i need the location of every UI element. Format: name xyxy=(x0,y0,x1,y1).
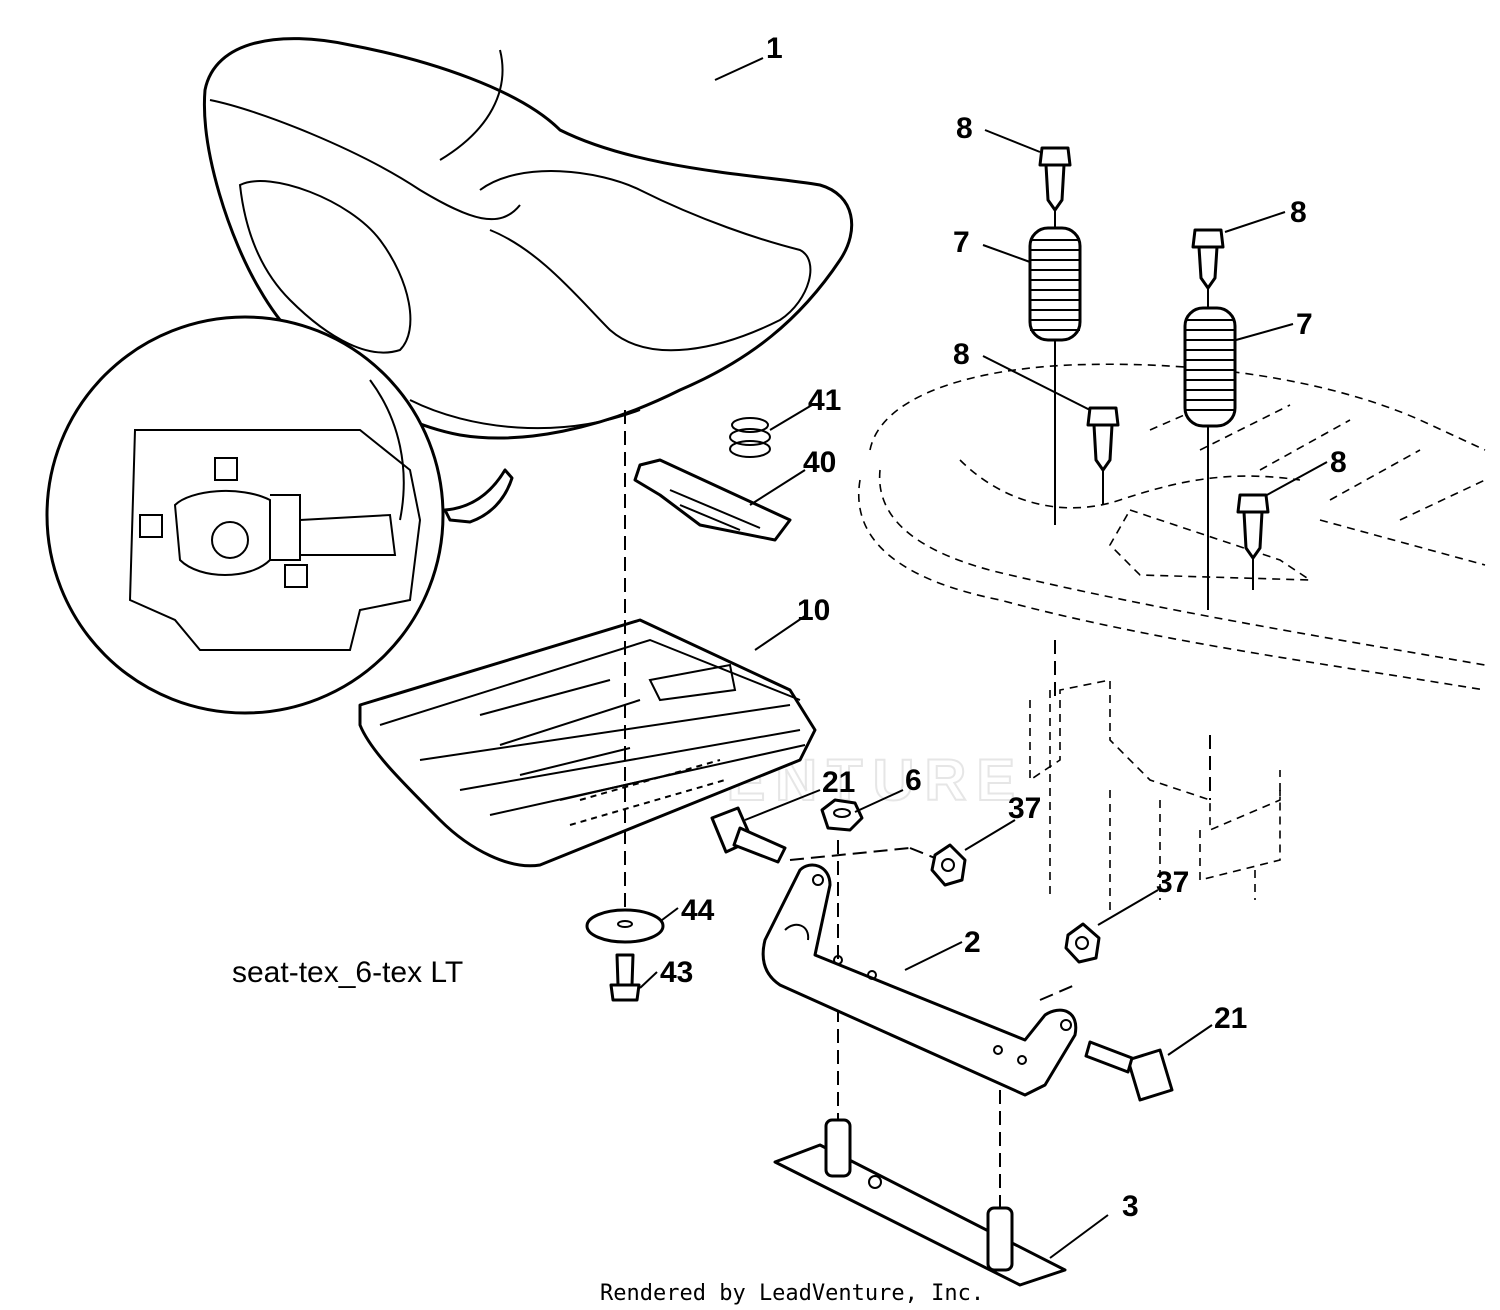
callout-43: 43 xyxy=(660,956,693,989)
footer-credit: Rendered by LeadVenture, Inc. xyxy=(600,1281,984,1306)
spring-7-left xyxy=(1028,226,1082,342)
callout-2: 2 xyxy=(964,926,981,959)
mounting-bracket xyxy=(761,863,1078,1097)
callout-21-right: 21 xyxy=(1214,1002,1247,1035)
bolt-21-left xyxy=(710,806,787,864)
callout-8-top-left: 8 xyxy=(956,112,973,145)
bolt-8-mid-left xyxy=(1086,406,1120,472)
callout-6: 6 xyxy=(905,764,922,797)
detail-view-circle xyxy=(45,315,514,715)
bolt-21-right xyxy=(1084,1040,1174,1102)
callout-21-left: 21 xyxy=(822,766,855,799)
spring-41 xyxy=(729,417,771,458)
callout-7-right: 7 xyxy=(1296,308,1313,341)
bolt-8-mid-right xyxy=(1236,493,1270,560)
callout-1: 1 xyxy=(766,32,783,65)
screw-43 xyxy=(609,953,641,1002)
callout-10: 10 xyxy=(797,594,830,627)
bolt-8-top-right xyxy=(1191,228,1225,290)
callout-40: 40 xyxy=(803,446,836,479)
callout-labels: 1 8 8 7 7 8 8 41 40 10 21 6 37 37 2 44 4… xyxy=(660,32,1347,1223)
assembly-lines xyxy=(624,210,1254,1220)
nut-37-upper xyxy=(930,843,967,887)
spring-7-right xyxy=(1183,306,1237,428)
callout-37-lower: 37 xyxy=(1156,866,1189,899)
bolt-8-top-left xyxy=(1038,146,1072,212)
callout-8-top-right: 8 xyxy=(1290,196,1307,229)
seat-pan xyxy=(358,618,817,868)
nut-6 xyxy=(820,798,864,832)
washer-44 xyxy=(585,908,665,944)
callout-7-left: 7 xyxy=(953,226,970,259)
callout-41: 41 xyxy=(808,384,841,417)
base-plate xyxy=(773,1118,1067,1287)
callout-44: 44 xyxy=(681,894,715,927)
clip-40 xyxy=(633,458,792,542)
diagram-caption: seat-tex_6-tex LT xyxy=(232,956,463,989)
callout-8-mid-right: 8 xyxy=(1330,446,1347,479)
nut-37-lower xyxy=(1064,922,1101,964)
callout-8-mid-left: 8 xyxy=(953,338,970,371)
callout-37-upper: 37 xyxy=(1008,792,1041,825)
tractor-frame-outline xyxy=(858,363,1486,910)
leader-lines xyxy=(639,57,1328,1259)
callout-3: 3 xyxy=(1122,1190,1139,1223)
